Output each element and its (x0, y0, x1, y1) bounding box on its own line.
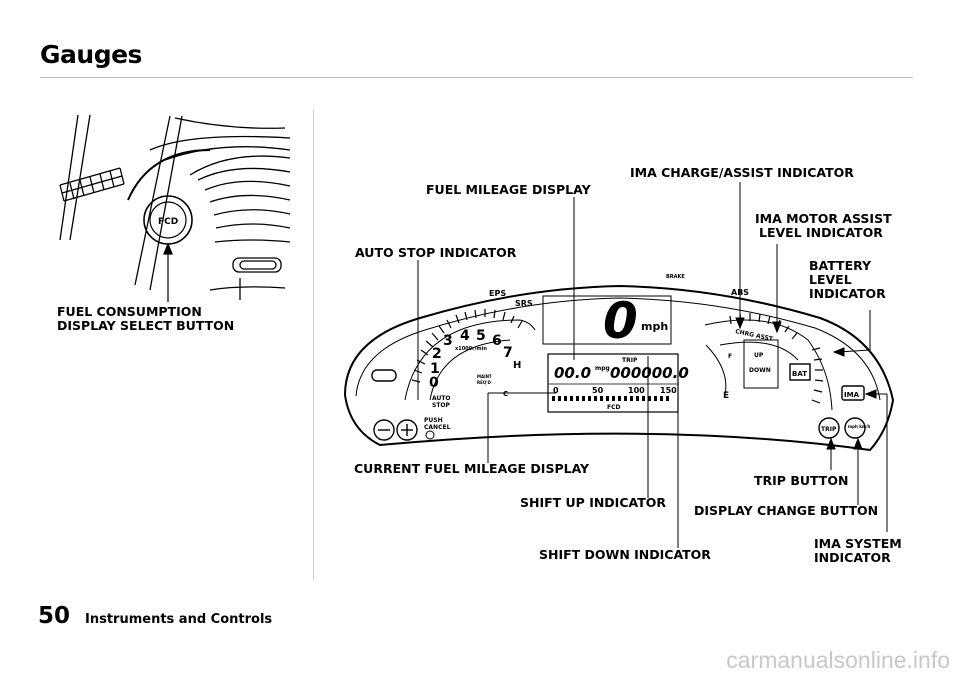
speed-digit: 0 (603, 292, 638, 350)
rpm-4: 4 (460, 328, 470, 344)
odo-left: 00.0 (554, 364, 591, 382)
rpm-2: 2 (432, 346, 442, 362)
scale-100: 100 (628, 386, 645, 395)
eps-lamp: EPS (489, 289, 506, 298)
rpm-1: 1 (430, 361, 440, 377)
trip-button-text: TRIP (821, 426, 837, 433)
rpm-unit: x1000r/min (455, 346, 487, 352)
mph-unit: mph (641, 320, 668, 333)
callout-battery-line1: BATTERY (809, 258, 872, 273)
callout-battery-line3: INDICATOR (809, 286, 886, 301)
rpm-7: 7 (503, 345, 513, 361)
bat-text: BAT (792, 370, 807, 378)
trip-text: TRIP (622, 357, 638, 364)
callout-fuel-consumption-line2: DISPLAY SELECT BUTTON (57, 318, 235, 333)
down-text: DOWN (749, 367, 771, 374)
callout-ima-charge-assist: IMA CHARGE/ASSIST INDICATOR (630, 165, 854, 180)
scale-50: 50 (592, 386, 604, 395)
header-rule (40, 77, 913, 78)
callout-battery-line2: LEVEL (809, 272, 852, 287)
column-divider (313, 110, 314, 580)
callout-fuel-mileage-display: FUEL MILEAGE DISPLAY (426, 182, 591, 197)
auto-text: AUTO (432, 395, 451, 402)
fcd-bar-segments (552, 396, 669, 401)
reqd-text: REQ'D (477, 380, 491, 385)
push-text: PUSH (424, 417, 443, 424)
rpm-5: 5 (476, 328, 486, 344)
watermark: carmanualsonline.info (726, 647, 950, 673)
fcd-lower: FCD (607, 404, 621, 411)
rpm-0: 0 (429, 375, 439, 391)
cancel-text: CANCEL (424, 424, 451, 431)
callout-auto-stop: AUTO STOP INDICATOR (355, 245, 517, 260)
callout-shift-down: SHIFT DOWN INDICATOR (539, 547, 711, 562)
maint-text: MAINT (477, 374, 492, 379)
temp-hot: H (513, 360, 521, 371)
callout-ima-motor-assist-line1: IMA MOTOR ASSIST (755, 211, 892, 226)
up-text: UP (754, 352, 764, 359)
callout-ima-motor-assist-line2: LEVEL INDICATOR (759, 225, 883, 240)
mph-kmh-text: mph km/h (848, 424, 871, 429)
fuel-full: F (728, 353, 732, 360)
callout-fuel-consumption-line1: FUEL CONSUMPTION (57, 304, 202, 319)
srs-lamp: SRS (515, 299, 533, 308)
fcd-button-text: FCD (158, 217, 178, 227)
scale-150: 150 (660, 386, 677, 395)
ima-text: IMA (844, 391, 860, 399)
brake-lamp: BRAKE (666, 274, 685, 280)
page-title: Gauges (40, 40, 142, 69)
callout-ima-system-line1: IMA SYSTEM (814, 536, 902, 551)
callout-current-fuel-mileage: CURRENT FUEL MILEAGE DISPLAY (354, 461, 590, 476)
callout-display-change: DISPLAY CHANGE BUTTON (694, 503, 879, 518)
tacho-ticks (411, 309, 523, 383)
odo-right: 000000.0 (610, 364, 689, 382)
stop-text: STOP (432, 402, 451, 409)
rpm-6: 6 (492, 333, 502, 349)
callout-trip-button: TRIP BUTTON (754, 473, 849, 488)
callout-shift-up: SHIFT UP INDICATOR (520, 495, 666, 510)
scale-0: 0 (553, 386, 559, 395)
rpm-3: 3 (443, 333, 453, 349)
section-footer: Instruments and Controls (85, 612, 273, 627)
page-number: 50 (38, 603, 71, 629)
temp-cold: C (503, 390, 508, 398)
callout-ima-system-line2: INDICATOR (814, 550, 891, 565)
fuel-empty: E (723, 391, 729, 401)
mpg-unit: mpg (595, 365, 610, 372)
charge-assist-text: CHRG ASST (735, 328, 775, 343)
